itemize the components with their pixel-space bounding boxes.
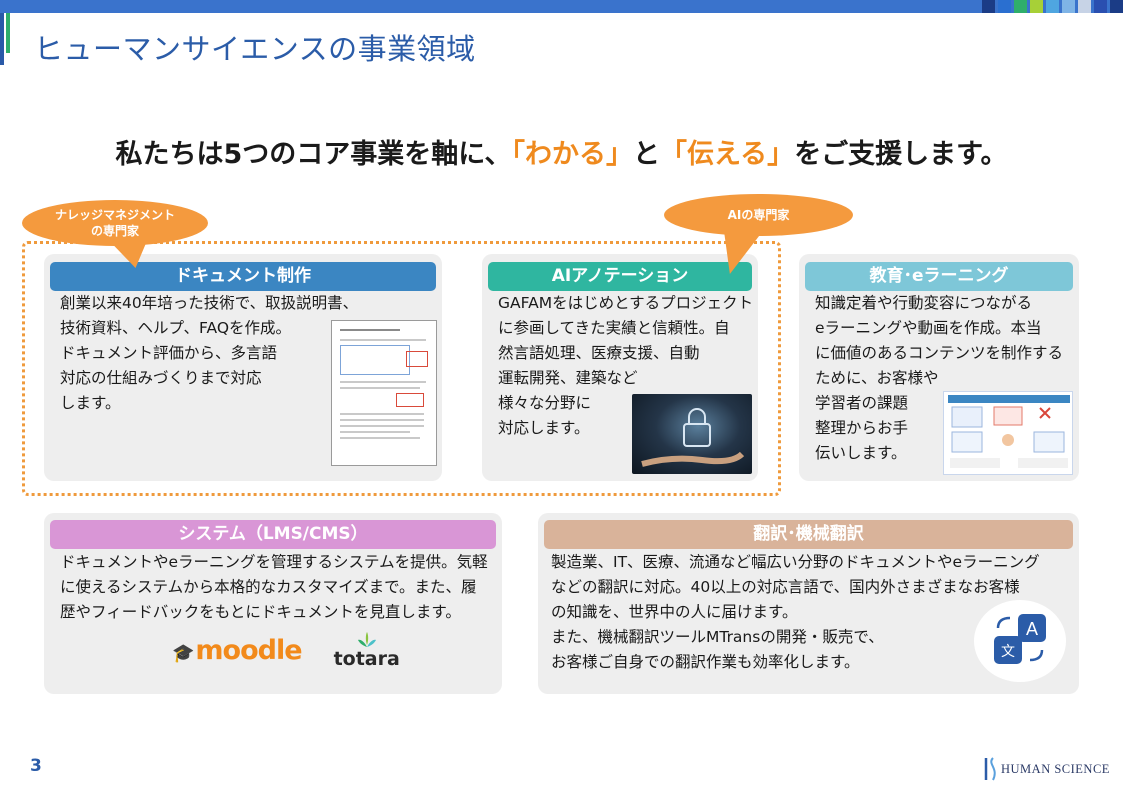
ai-hand-photo [632, 394, 752, 474]
card-ai-title: AIアノテーション [488, 262, 752, 291]
ai-lock-icon [641, 408, 745, 467]
lms-logos: 🎓moodle totara [172, 631, 400, 669]
card-ai-text: GAFAMをはじめとするプロジェクト に参画してきた実績と信頼性。自 然言語処理… [498, 294, 754, 437]
document-sample-image [331, 320, 437, 466]
card-elearning-text: 知識定着や行動変容につながる eラーニングや動画を作成。本当 に価値のあるコンテ… [815, 294, 1064, 462]
page-number: 3 [30, 756, 42, 776]
bubble-knowledge-expert: ナレッジマネジメント の専門家 [22, 200, 208, 246]
top-bar-block [998, 0, 1011, 13]
brand-wordmark: HUMAN SCIENCE [1001, 761, 1110, 776]
moodle-logo-text: moodle [195, 634, 302, 666]
card-document-title: ドキュメント制作 [50, 262, 436, 291]
translate-icon-circle: A 文 [974, 600, 1066, 682]
card-system: システム（LMS/CMS） ドキュメントやeラーニングを管理するシステムを提供。… [44, 513, 502, 694]
card-ai-annotation: AIアノテーション GAFAMをはじめとするプロジェクト に参画してきた実績と信… [482, 254, 758, 481]
card-translation-text: 製造業、IT、医療、流通など幅広い分野のドキュメントやeラーニング などの翻訳に… [551, 553, 1040, 671]
page-title: ヒューマンサイエンスの事業領域 [34, 32, 476, 66]
elearning-slide-icon [948, 395, 1070, 468]
totara-logo: totara [334, 631, 400, 669]
elearning-sample-image [943, 391, 1073, 475]
top-bar-block [982, 0, 995, 13]
bubble-knowledge-line2: の専門家 [90, 224, 139, 238]
card-elearning-title: 教育･eラーニング [805, 262, 1073, 291]
headline-highlight-tsutaeru: 「伝える」 [659, 139, 795, 170]
headline: 私たちは5つのコア事業を軸に、「わかる」と「伝える」をご支援します。 [0, 132, 1123, 171]
card-translation-title: 翻訳･機械翻訳 [544, 520, 1073, 549]
graduation-cap-icon: 🎓 [172, 642, 194, 664]
translate-icon-bun: 文 [1001, 644, 1015, 660]
brand-logo: HUMAN SCIENCE [983, 756, 1110, 782]
top-bar [0, 0, 1123, 13]
card-translation: 翻訳･機械翻訳 製造業、IT、医療、流通など幅広い分野のドキュメントやeラーニン… [538, 513, 1079, 694]
headline-pre: 私たちは5つのコア事業を軸に、 [115, 139, 512, 170]
headline-highlight-wakaru: 「わかる」 [511, 139, 633, 170]
card-document-text: 創業以来40年培った技術で、取扱説明書、 技術資料、ヘルプ、FAQを作成。 ドキ… [60, 294, 359, 412]
human-science-mark-icon [984, 757, 996, 781]
headline-mid: と [632, 139, 660, 170]
top-bar-block [1094, 0, 1107, 13]
title-accent [0, 13, 10, 65]
translate-icon-a: A [1026, 619, 1038, 639]
expert-group-frame [22, 241, 781, 496]
top-bar-block [1110, 0, 1123, 13]
bubble-ai-expert: AIの専門家 [664, 194, 853, 236]
top-bar-block [1078, 0, 1091, 13]
card-elearning: 教育･eラーニング 知識定着や行動変容につながる eラーニングや動画を作成。本当… [799, 254, 1079, 481]
card-document: ドキュメント制作 創業以来40年培った技術で、取扱説明書、 技術資料、ヘルプ、F… [44, 254, 442, 481]
bubble-knowledge-line1: ナレッジマネジメント [54, 208, 175, 222]
bubble-ai-text: AIの専門家 [727, 208, 790, 222]
totara-logo-text: totara [333, 648, 400, 670]
top-bar-color-blocks [979, 0, 1123, 13]
top-bar-block [1062, 0, 1075, 13]
moodle-logo: 🎓moodle [172, 634, 303, 666]
top-bar-block [1030, 0, 1043, 13]
top-bar-block [1014, 0, 1027, 13]
translate-icon: A 文 [994, 614, 1046, 664]
card-system-text: ドキュメントやeラーニングを管理するシステムを提供。気軽 に使えるシステムから本… [60, 553, 488, 621]
headline-post: をご支援します。 [794, 139, 1008, 170]
top-bar-block [1046, 0, 1059, 13]
card-system-title: システム（LMS/CMS） [50, 520, 496, 549]
totara-leaf-icon [357, 632, 376, 647]
